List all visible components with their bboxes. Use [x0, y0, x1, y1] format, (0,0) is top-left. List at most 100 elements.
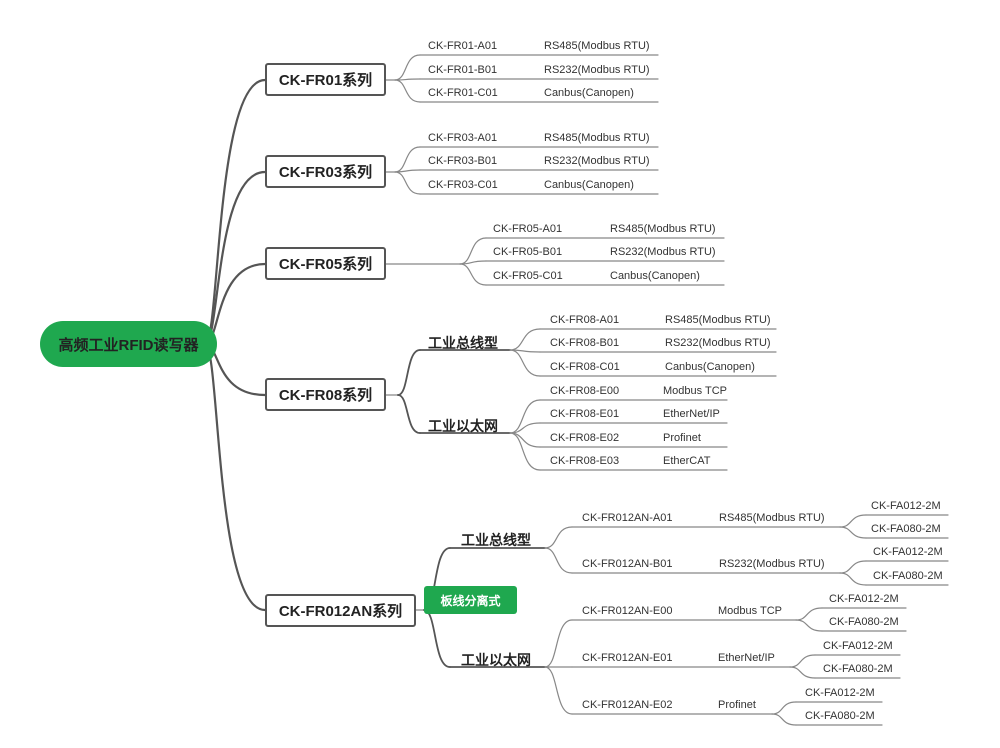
antenna-branch-curve: [839, 572, 867, 586]
series-label: CK-FR012AN系列: [278, 603, 403, 620]
series-node-fr08[interactable]: CK-FR08系列: [265, 378, 386, 411]
model-branch-curve: [459, 237, 487, 265]
model-protocol[interactable]: EtherNet/IP: [663, 408, 720, 420]
model-protocol[interactable]: RS232(Modbus RTU): [719, 558, 825, 570]
model-protocol[interactable]: RS485(Modbus RTU): [665, 314, 771, 326]
antenna-branch-curve: [795, 619, 823, 632]
model-protocol[interactable]: Canbus(Canopen): [665, 361, 755, 373]
model-protocol[interactable]: Modbus TCP: [663, 385, 727, 397]
model-branch-curve: [394, 146, 421, 173]
split-type-tag[interactable]: 板线分离式: [424, 586, 517, 614]
model-protocol[interactable]: Canbus(Canopen): [610, 270, 700, 282]
antenna-code[interactable]: CK-FA012-2M: [871, 500, 941, 512]
model-code[interactable]: CK-FR05-B01: [493, 246, 563, 258]
model-branch-curve: [509, 328, 541, 351]
model-branch-curve: [459, 263, 487, 286]
model-code[interactable]: CK-FR012AN-E00: [582, 605, 673, 617]
model-protocol[interactable]: RS485(Modbus RTU): [610, 223, 716, 235]
antenna-branch-curve: [795, 607, 823, 621]
model-code[interactable]: CK-FR08-B01: [550, 337, 620, 349]
antenna-code[interactable]: CK-FA012-2M: [829, 593, 899, 605]
model-protocol[interactable]: EtherCAT: [663, 455, 711, 467]
trunk-connector: [203, 342, 267, 612]
model-code[interactable]: CK-FR012AN-A01: [582, 512, 673, 524]
model-branch-curve: [509, 349, 541, 377]
model-protocol[interactable]: Profinet: [718, 699, 756, 711]
root-label: 高频工业RFID读写器: [58, 336, 199, 354]
model-code[interactable]: CK-FR01-B01: [428, 64, 498, 76]
group-label-fr012an-ethernet[interactable]: 工业以太网: [461, 652, 531, 668]
group-label-fr08-bus[interactable]: 工业总线型: [428, 335, 498, 351]
trunk-connector: [203, 170, 267, 346]
trunk-connector: [203, 78, 267, 346]
model-code[interactable]: CK-FR08-C01: [550, 361, 620, 373]
series-node-fr03[interactable]: CK-FR03系列: [265, 155, 386, 188]
model-code[interactable]: CK-FR08-E03: [550, 455, 620, 467]
antenna-branch-curve: [789, 654, 816, 668]
group-branch-curve: [397, 394, 421, 434]
model-branch-curve: [394, 79, 421, 103]
model-protocol[interactable]: Modbus TCP: [718, 605, 782, 617]
model-code[interactable]: CK-FR012AN-E01: [582, 652, 673, 664]
antenna-branch-curve: [839, 526, 867, 539]
series-node-fr01[interactable]: CK-FR01系列: [265, 63, 386, 96]
series-node-fr012an[interactable]: CK-FR012AN系列: [265, 594, 416, 627]
group-branch-curve: [423, 609, 451, 668]
antenna-code[interactable]: CK-FA080-2M: [805, 710, 875, 722]
antenna-code[interactable]: CK-FA080-2M: [873, 570, 943, 582]
model-protocol[interactable]: RS232(Modbus RTU): [610, 246, 716, 258]
antenna-branch-curve: [771, 701, 797, 715]
series-label: CK-FR08系列: [278, 387, 373, 404]
model-protocol[interactable]: Canbus(Canopen): [544, 179, 634, 191]
antenna-code[interactable]: CK-FA012-2M: [873, 546, 943, 558]
model-code[interactable]: CK-FR03-A01: [428, 132, 498, 144]
antenna-branch-curve: [771, 713, 797, 726]
model-protocol[interactable]: RS485(Modbus RTU): [544, 40, 650, 52]
model-code[interactable]: CK-FR08-A01: [550, 314, 620, 326]
series-label: CK-FR03系列: [278, 164, 373, 181]
model-protocol[interactable]: RS232(Modbus RTU): [544, 155, 650, 167]
model-code[interactable]: CK-FR01-A01: [428, 40, 498, 52]
series-node-fr05[interactable]: CK-FR05系列: [265, 247, 386, 280]
model-code[interactable]: CK-FR012AN-E02: [582, 699, 673, 711]
antenna-code[interactable]: CK-FA080-2M: [871, 523, 941, 535]
model-protocol[interactable]: Profinet: [663, 432, 701, 444]
group-label-fr012an-bus[interactable]: 工业总线型: [461, 532, 531, 548]
antenna-code[interactable]: CK-FA080-2M: [823, 663, 893, 675]
model-code[interactable]: CK-FR08-E01: [550, 408, 620, 420]
model-branch-curve: [544, 526, 573, 549]
antenna-code[interactable]: CK-FA012-2M: [823, 640, 893, 652]
group-label-fr08-ethernet[interactable]: 工业以太网: [428, 418, 498, 434]
model-branch-curve: [544, 666, 573, 715]
group-branch-curve: [397, 349, 421, 396]
model-code[interactable]: CK-FR03-B01: [428, 155, 498, 167]
model-protocol[interactable]: EtherNet/IP: [718, 652, 775, 664]
model-code[interactable]: CK-FR01-C01: [428, 87, 498, 99]
model-code[interactable]: CK-FR08-E02: [550, 432, 620, 444]
root-node[interactable]: 高频工业RFID读写器: [40, 321, 217, 367]
model-branch-curve: [394, 171, 421, 195]
antenna-code[interactable]: CK-FA080-2M: [829, 616, 899, 628]
model-code[interactable]: CK-FR08-E00: [550, 385, 620, 397]
model-code[interactable]: CK-FR012AN-B01: [582, 558, 673, 570]
antenna-branch-curve: [839, 560, 867, 574]
model-protocol[interactable]: RS232(Modbus RTU): [665, 337, 771, 349]
antenna-branch-curve: [839, 514, 867, 528]
model-protocol[interactable]: Canbus(Canopen): [544, 87, 634, 99]
antenna-branch-curve: [789, 666, 816, 679]
model-code[interactable]: CK-FR05-A01: [493, 223, 563, 235]
tag-label: 板线分离式: [440, 593, 501, 608]
series-label: CK-FR05系列: [278, 256, 373, 273]
model-branch-curve: [544, 619, 573, 668]
model-branch-curve: [509, 432, 541, 471]
model-code[interactable]: CK-FR03-C01: [428, 179, 498, 191]
model-protocol[interactable]: RS232(Modbus RTU): [544, 64, 650, 76]
model-branch-curve: [394, 54, 421, 81]
antenna-code[interactable]: CK-FA012-2M: [805, 687, 875, 699]
model-protocol[interactable]: RS485(Modbus RTU): [544, 132, 650, 144]
model-branch-curve: [544, 547, 573, 574]
model-protocol[interactable]: RS485(Modbus RTU): [719, 512, 825, 524]
series-label: CK-FR01系列: [278, 72, 373, 89]
model-code[interactable]: CK-FR05-C01: [493, 270, 563, 282]
